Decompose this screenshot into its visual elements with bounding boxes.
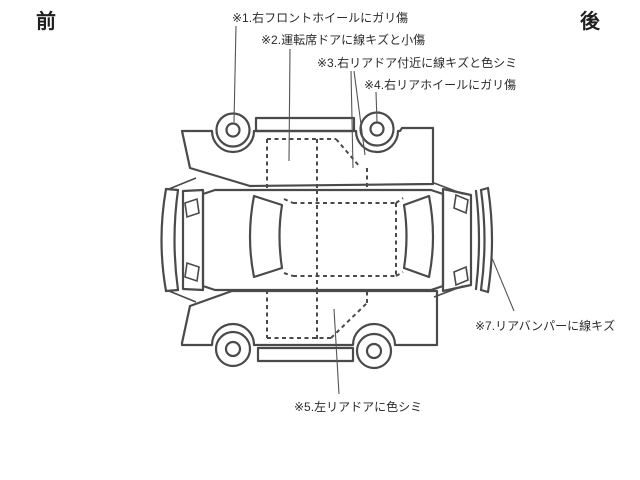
rear-bumper (474, 186, 494, 294)
taillight-right (453, 193, 469, 215)
damage-note-1-front-right-wheel: ※1.右フロントホイールにガリ傷 (232, 11, 409, 25)
roof-panel-lines (283, 190, 404, 290)
front-right-wheel (215, 112, 251, 148)
rear-window (402, 194, 435, 279)
front-fascia-panel (181, 188, 205, 292)
left-rocker-panel (256, 346, 355, 363)
front-left-wheel-tire (214, 330, 252, 368)
damage-note-2-driver-door: ※2.運転席ドアに線キズと小傷 (261, 33, 426, 47)
damage-note-4-right-rear-wheel: ※4.右リアホイールにガリ傷 (364, 78, 517, 92)
right-side-body-outline (180, 126, 435, 188)
taillight-left (453, 265, 469, 287)
front-right-wheel-hub (225, 122, 241, 138)
front-left-wheel (214, 330, 252, 368)
rear-left-wheel (355, 332, 393, 370)
leader-line-5 (333, 308, 340, 395)
rear-orientation-label: 後 (580, 11, 600, 33)
left-side-body-outline (180, 289, 439, 347)
front-end-view (160, 187, 205, 293)
rear-left-wheel-hub (365, 342, 383, 360)
rear-right-wheel-hub (369, 121, 385, 137)
front-orientation-label: 前 (36, 11, 56, 33)
leader-line-3a (350, 70, 354, 169)
leader-line-7 (491, 257, 515, 312)
headlight-left (184, 261, 200, 283)
leader-line-1 (233, 25, 237, 123)
front-right-wheel-tire (215, 112, 251, 148)
fold-lines (168, 177, 464, 303)
front-bumper (160, 187, 180, 293)
windshield (248, 194, 284, 279)
headlight-right (184, 197, 200, 219)
damage-note-3-right-rear-door: ※3.右リアドア付近に線キズと色シミ (317, 56, 518, 70)
top-view (201, 188, 445, 292)
left-side-door-lines (266, 290, 368, 341)
right-rocker-panel (254, 116, 356, 133)
front-left-wheel-hub (224, 340, 242, 358)
rear-end-view (441, 186, 494, 294)
leader-line-3b (353, 70, 366, 156)
damage-note-5-left-rear-door: ※5.左リアドアに色シミ (294, 400, 423, 414)
left-side-view (180, 289, 439, 370)
leader-line-2 (288, 48, 291, 162)
damage-note-7-rear-bumper: ※7.リアバンパーに線キズ (475, 319, 616, 333)
rear-left-wheel-tire (355, 332, 393, 370)
right-side-view (180, 111, 435, 190)
leader-line-4 (375, 91, 378, 123)
right-side-door-lines (266, 138, 368, 190)
leader-lines (233, 25, 515, 395)
